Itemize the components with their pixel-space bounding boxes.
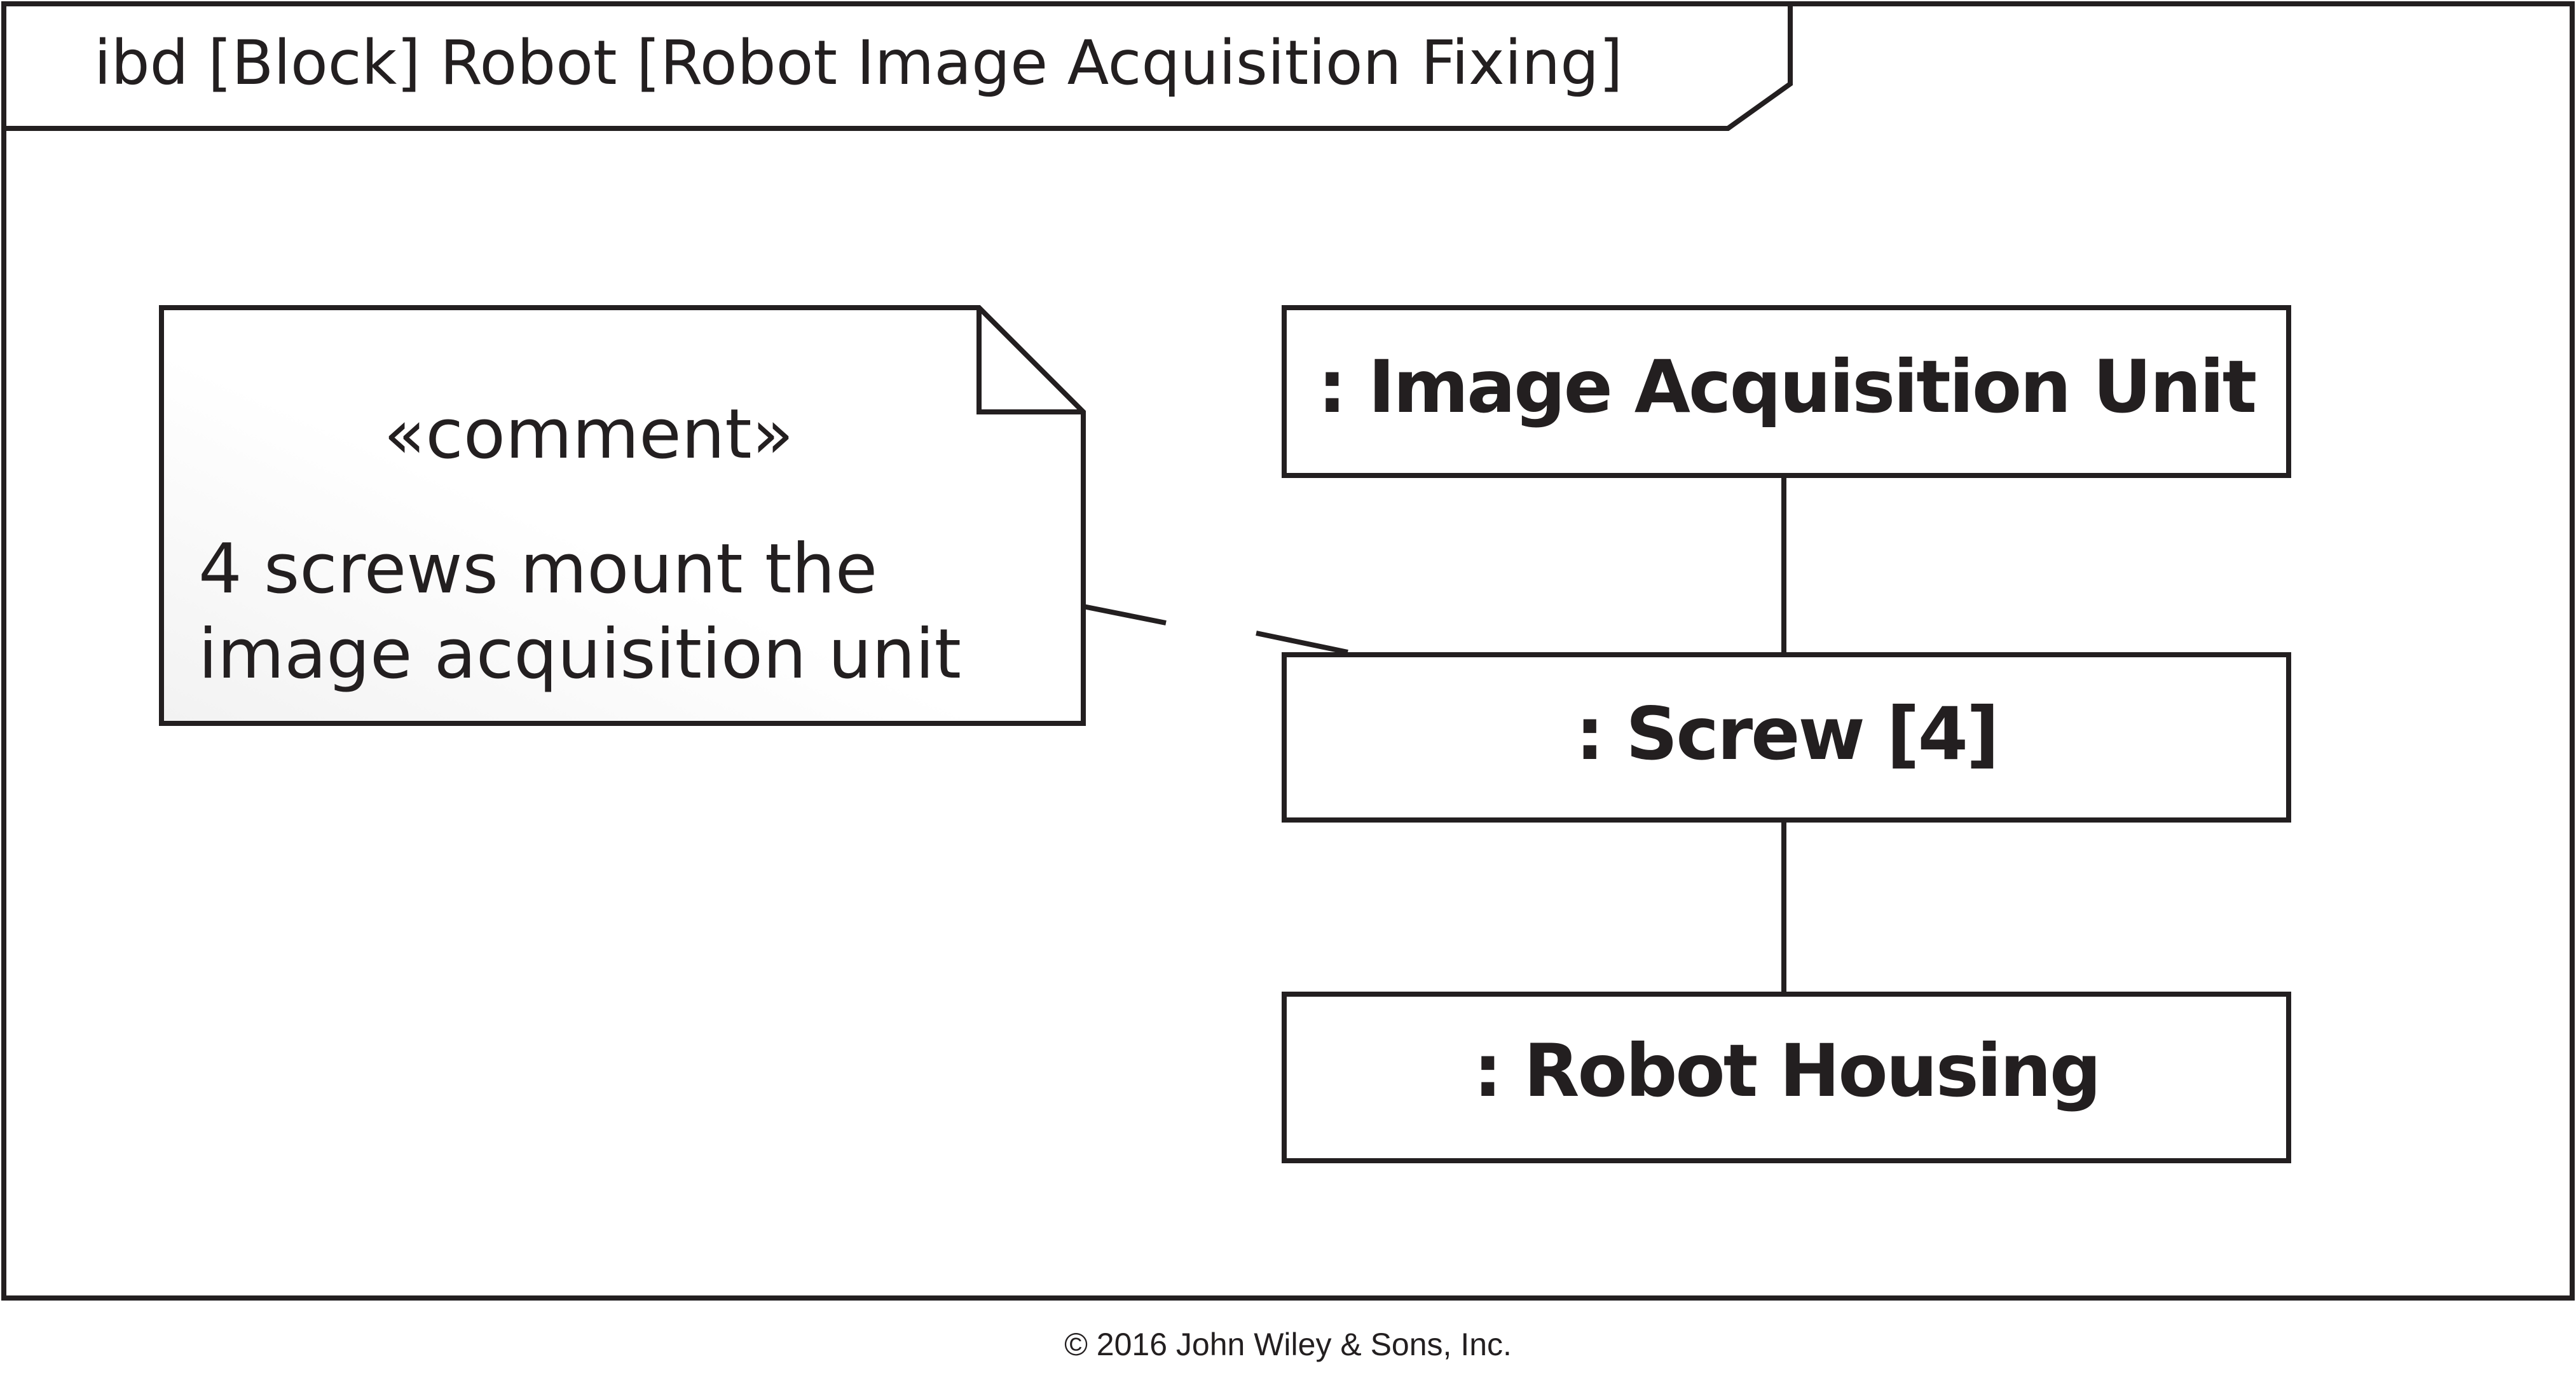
- comment-line-1: 4 screws mount the: [198, 530, 877, 609]
- part-box: [1282, 992, 2291, 1163]
- diagram-frame: [1, 1, 2575, 1301]
- comment-note: «comment» 4 screws mount the image acqui…: [159, 305, 1086, 726]
- part-label: : Screw [4]: [1575, 692, 1997, 776]
- comment-anchor-segment-2: [1256, 631, 1348, 655]
- comment-note-body: [159, 305, 1086, 726]
- copyright-notice: © 2016 John Wiley & Sons, Inc.: [1064, 1327, 1512, 1362]
- frame-name-tag: [4, 4, 1793, 131]
- part-box: [1282, 652, 2291, 823]
- part-image-acquisition-unit: : Image Acquisition Unit: [1282, 305, 2291, 478]
- part-label: : Robot Housing: [1473, 1028, 2099, 1113]
- part-label: : Image Acquisition Unit: [1318, 345, 2256, 429]
- part-screw: : Screw [4]: [1282, 652, 2291, 823]
- comment-note-fold: [976, 308, 1083, 414]
- part-box: [1282, 305, 2291, 478]
- comment-line-2: image acquisition unit: [198, 615, 961, 694]
- comment-stereotype: «comment»: [383, 395, 793, 474]
- comment-anchor-segment-1: [1083, 604, 1167, 625]
- part-robot-housing: : Robot Housing: [1282, 992, 2291, 1163]
- frame-title: ibd [Block] Robot [Robot Image Acquisiti…: [94, 27, 1623, 99]
